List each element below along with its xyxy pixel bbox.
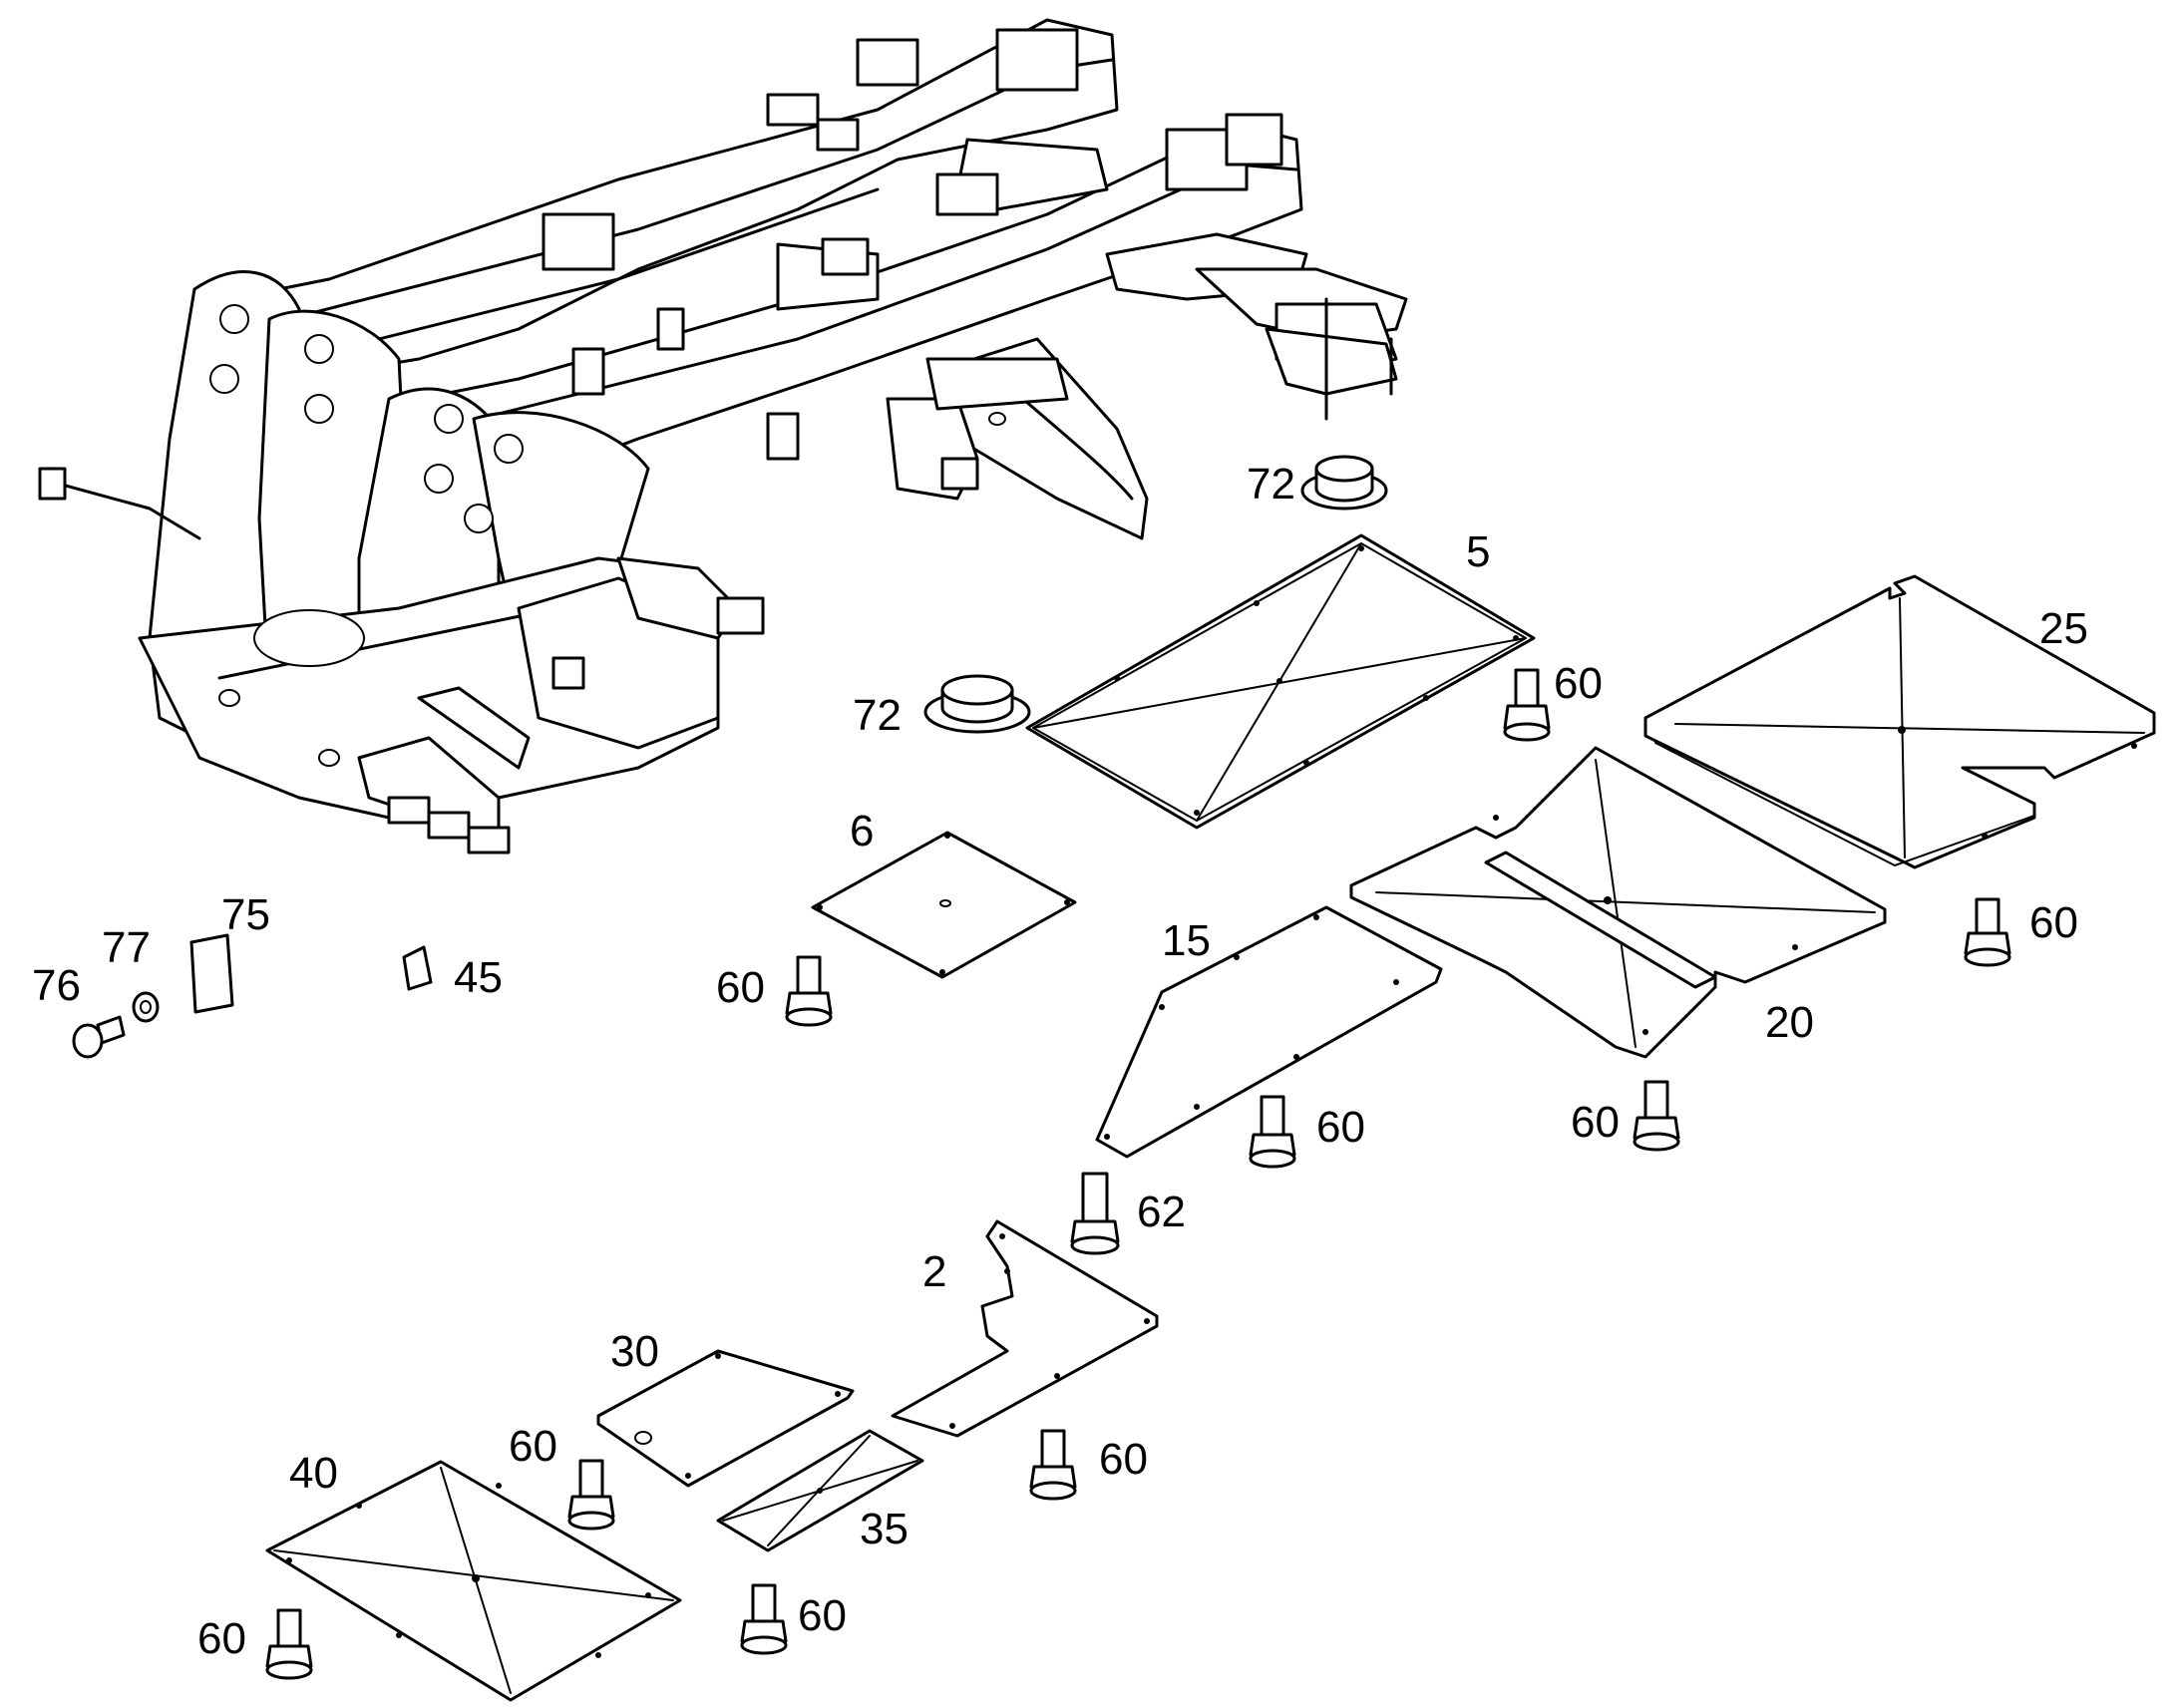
label-72-middle: 72 — [853, 691, 902, 740]
label-35: 35 — [860, 1505, 908, 1553]
washer-77 — [132, 991, 160, 1023]
bolt-60-c — [1633, 1080, 1680, 1152]
bolt-60-b — [1964, 897, 2011, 967]
bushing-72-top — [1300, 455, 1388, 511]
main-frame — [38, 18, 1408, 854]
label-60-g: 60 — [1099, 1435, 1148, 1484]
cover-plate-20 — [1349, 746, 1887, 1059]
label-60-d: 60 — [1316, 1103, 1365, 1152]
label-76: 76 — [32, 961, 81, 1010]
part-labels: 72 5 72 60 25 6 60 15 60 75 77 76 45 60 … — [32, 460, 2088, 1663]
label-62: 62 — [1137, 1188, 1186, 1236]
label-60-h: 60 — [197, 1614, 246, 1663]
bolt-60-e — [1249, 1095, 1296, 1169]
label-77: 77 — [102, 923, 151, 972]
bolt-62 — [1070, 1172, 1120, 1255]
label-20: 20 — [1765, 998, 1814, 1047]
label-60-b: 60 — [716, 963, 765, 1012]
label-5: 5 — [1466, 527, 1490, 576]
bolt-60-i — [740, 1583, 788, 1655]
cover-plate-5 — [1025, 533, 1536, 830]
label-72-top: 72 — [1247, 460, 1295, 509]
cover-plate-30 — [596, 1349, 855, 1488]
label-2: 2 — [922, 1247, 946, 1296]
plate-75 — [189, 933, 234, 1014]
bolt-60-f — [1029, 1429, 1077, 1501]
label-75: 75 — [221, 890, 270, 939]
cover-plate-25 — [1643, 574, 2156, 869]
label-60-f: 60 — [509, 1422, 557, 1471]
plate-45 — [402, 945, 433, 991]
cover-plate-6 — [811, 831, 1077, 979]
label-25: 25 — [2039, 604, 2088, 653]
label-30: 30 — [610, 1327, 659, 1376]
bushing-72-middle — [923, 674, 1031, 734]
bolt-76 — [72, 1015, 126, 1059]
label-40: 40 — [289, 1449, 338, 1498]
cover-plate-40 — [265, 1460, 682, 1702]
label-60-a: 60 — [1554, 659, 1603, 708]
cover-plate-35 — [716, 1429, 924, 1552]
label-15: 15 — [1162, 916, 1211, 965]
cover-plate-15 — [1095, 905, 1443, 1159]
bolt-60-g — [567, 1459, 615, 1531]
cover-plate-2 — [891, 1219, 1159, 1438]
label-6: 6 — [850, 807, 874, 855]
bolt-60-a — [1503, 668, 1551, 742]
label-45: 45 — [454, 953, 503, 1002]
bolt-60-d — [785, 955, 833, 1027]
bolt-60-h — [265, 1608, 313, 1680]
label-60-i: 60 — [798, 1591, 847, 1640]
label-60-e: 60 — [1571, 1098, 1620, 1147]
label-60-c: 60 — [2029, 898, 2078, 947]
